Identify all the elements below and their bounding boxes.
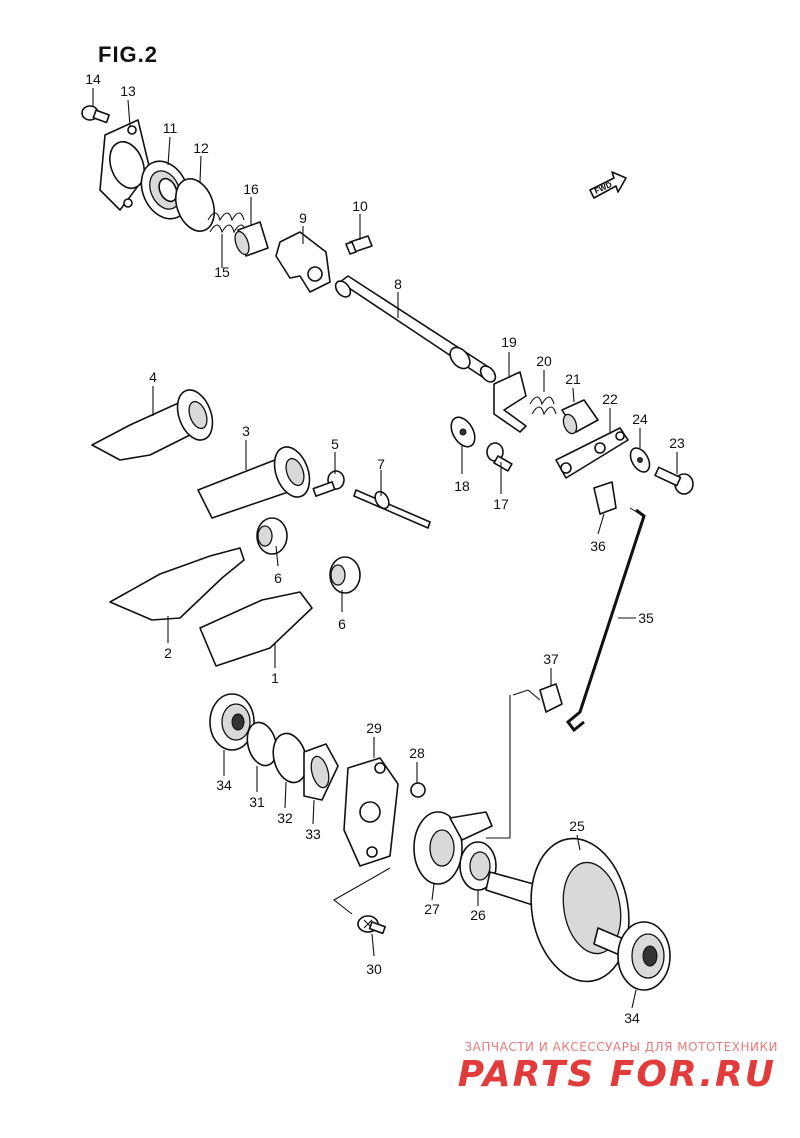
part-7-pin — [353, 489, 431, 529]
part-6-collar-upper — [256, 517, 288, 555]
part-9-fork — [275, 231, 331, 293]
part-12-o-ring — [174, 178, 216, 232]
part-1-valve-blade — [199, 591, 313, 667]
part-6-collar-lower — [329, 556, 361, 594]
part-34-bearing-upper — [209, 693, 255, 751]
callout-23: 23 — [669, 435, 685, 451]
callout-18: 18 — [454, 478, 470, 494]
callout-27: 27 — [424, 901, 440, 917]
callout-25: 25 — [569, 818, 585, 834]
part-4-valve — [91, 389, 214, 461]
callout-37: 37 — [543, 651, 559, 667]
callout-13: 13 — [120, 83, 136, 99]
callout-3: 3 — [242, 423, 250, 439]
callout-35: 35 — [638, 610, 654, 626]
callout-4: 4 — [149, 369, 157, 385]
callout-28: 28 — [409, 745, 425, 761]
part-3-valve — [197, 446, 311, 519]
callout-1: 1 — [271, 670, 279, 686]
callout-20: 20 — [536, 353, 552, 369]
callout-33: 33 — [305, 826, 321, 842]
part-15-spring — [207, 212, 247, 234]
part-29-cover — [343, 757, 399, 867]
callout-31: 31 — [249, 794, 265, 810]
part-8-shaft — [334, 275, 497, 383]
part-23-bolt — [654, 466, 694, 495]
callout-17: 17 — [493, 496, 509, 512]
callout-29: 29 — [366, 720, 382, 736]
callout-14: 14 — [85, 71, 101, 87]
callout-5: 5 — [331, 436, 339, 452]
part-34-bearing-lower — [617, 921, 671, 991]
part-17-bolt — [486, 442, 513, 472]
part-2-valve-blade — [109, 547, 245, 621]
part-5-screw — [312, 470, 345, 497]
part-20-spring — [529, 396, 557, 416]
callout-19: 19 — [501, 334, 517, 350]
callout-30: 30 — [366, 961, 382, 977]
part-19-bracket — [493, 371, 527, 433]
callout-22: 22 — [602, 391, 618, 407]
callout-11: 11 — [162, 120, 178, 136]
callout-6-lower: 6 — [338, 616, 346, 632]
callout-36: 36 — [590, 538, 606, 554]
callout-8: 8 — [394, 276, 402, 292]
watermark-logo: PARTS FOR.RU — [457, 1054, 776, 1095]
part-21-collar — [561, 399, 599, 435]
leader-lines — [92, 88, 678, 1009]
part-35-rod — [565, 507, 646, 733]
callout-16: 16 — [243, 181, 259, 197]
callout-15: 15 — [214, 264, 230, 280]
part-30-screw — [357, 915, 386, 935]
part-11-bearing — [140, 160, 190, 220]
part-14-screw — [81, 105, 110, 124]
callout-34-upper: 34 — [216, 777, 232, 793]
part-16-sleeve — [234, 221, 269, 257]
part-13-gasket — [99, 119, 151, 211]
callout-7: 7 — [377, 456, 385, 472]
callout-34-lower: 34 — [624, 1010, 640, 1026]
part-25-gear — [485, 837, 630, 983]
fwd-arrow-icon — [589, 171, 627, 199]
watermark-tagline: ЗАПЧАСТИ И АКСЕССУАРЫ ДЛЯ МОТОТЕХНИКИ — [464, 1040, 778, 1054]
part-28-ball — [410, 782, 426, 798]
part-10-plug — [345, 235, 373, 255]
part-24-washer — [629, 447, 651, 473]
callout-26: 26 — [470, 907, 486, 923]
callout-32: 32 — [277, 810, 293, 826]
figure-title: FIG.2 — [98, 42, 159, 67]
part-37-clip — [539, 683, 563, 713]
part-27-gear — [413, 811, 493, 885]
callout-6-upper: 6 — [274, 570, 282, 586]
part-33-gasket — [303, 743, 339, 801]
part-26-seal — [459, 841, 497, 891]
callout-12: 12 — [193, 140, 209, 156]
callout-2: 2 — [164, 645, 172, 661]
callout-10: 10 — [352, 198, 368, 214]
callout-24: 24 — [632, 411, 648, 427]
part-36-clip — [593, 481, 617, 515]
part-22-lever — [555, 427, 629, 479]
part-18-washer — [450, 416, 476, 448]
callout-21: 21 — [565, 371, 581, 387]
callout-9: 9 — [299, 210, 307, 226]
